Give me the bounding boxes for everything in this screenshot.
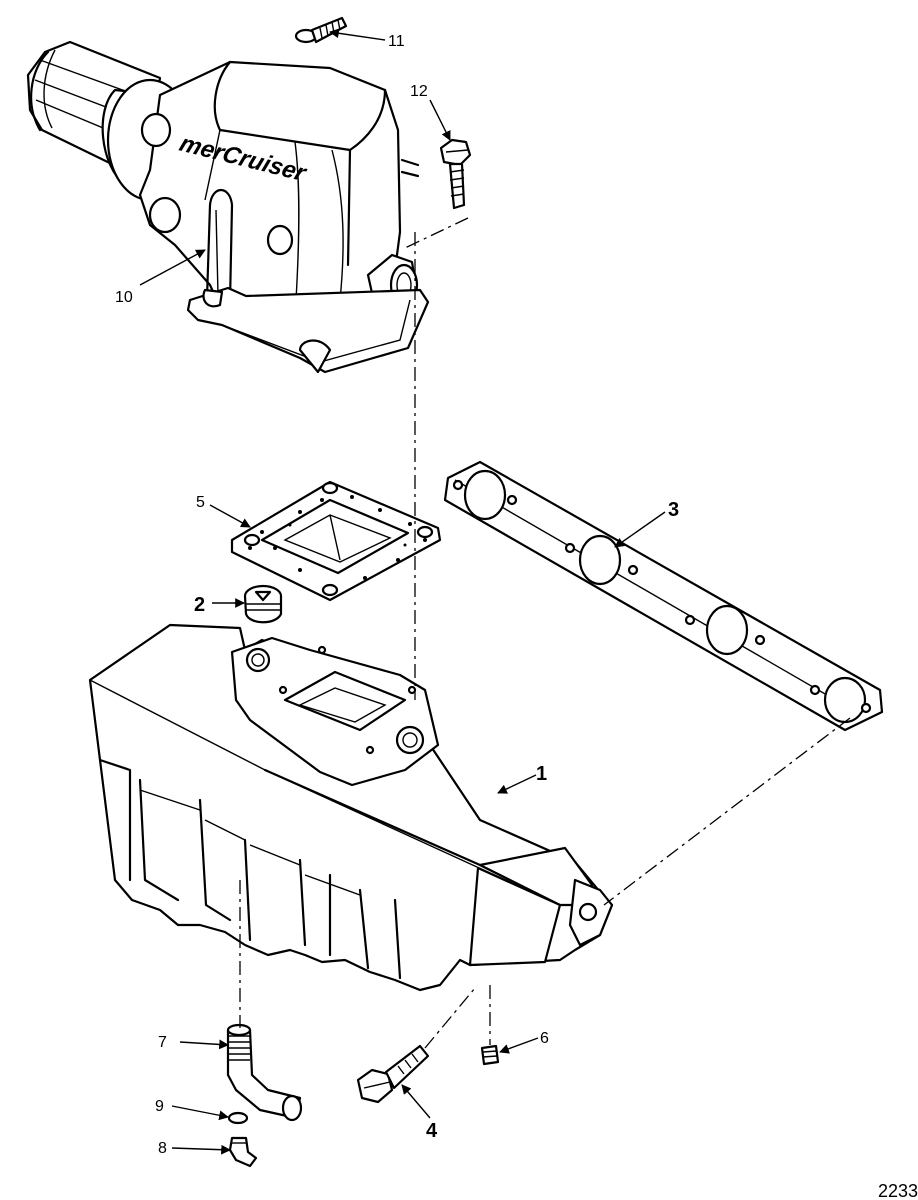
boss-plug-1 bbox=[140, 112, 172, 148]
figure-number: 2233 bbox=[878, 1181, 918, 1200]
boss-plug-3 bbox=[266, 224, 294, 256]
callout-labels: 11 12 10 5 2 3 1 4 6 7 9 8 bbox=[115, 33, 679, 1157]
exhaust-manifold-part-1 bbox=[88, 623, 614, 992]
alignment-lines bbox=[239, 217, 851, 1049]
fitting-part-8 bbox=[228, 1136, 258, 1168]
callout-11: 11 bbox=[388, 33, 405, 50]
callout-2: 2 bbox=[194, 594, 205, 616]
callout-6: 6 bbox=[540, 1030, 549, 1047]
callout-7: 7 bbox=[158, 1034, 167, 1051]
bolt-part-4 bbox=[356, 1044, 430, 1104]
riser-gasket-part-5 bbox=[230, 480, 442, 602]
o-ring-part-9 bbox=[227, 1111, 249, 1125]
boss-plug-2 bbox=[148, 196, 182, 234]
callout-9: 9 bbox=[155, 1098, 164, 1115]
screw-part-11 bbox=[294, 16, 348, 44]
elbow-base-flange bbox=[186, 286, 430, 374]
callout-4: 4 bbox=[426, 1120, 438, 1142]
elbow-body bbox=[138, 60, 402, 320]
callout-12: 12 bbox=[410, 83, 428, 100]
callout-8: 8 bbox=[158, 1140, 167, 1157]
exhaust-elbow-part-10: merCruiser bbox=[26, 40, 430, 374]
leader-lines bbox=[139, 28, 666, 1155]
callout-3: 3 bbox=[668, 499, 679, 521]
callout-10: 10 bbox=[115, 289, 133, 306]
elbow-fitting-part-7 bbox=[226, 1023, 303, 1122]
manifold-gasket-part-3 bbox=[443, 460, 884, 732]
manifold-riser-pad bbox=[230, 636, 440, 787]
set-screw-part-6 bbox=[480, 1044, 500, 1066]
callout-5: 5 bbox=[196, 494, 205, 511]
bolt-part-12 bbox=[439, 138, 472, 210]
drain-plug-part-2 bbox=[243, 584, 283, 624]
callout-1: 1 bbox=[536, 763, 547, 785]
